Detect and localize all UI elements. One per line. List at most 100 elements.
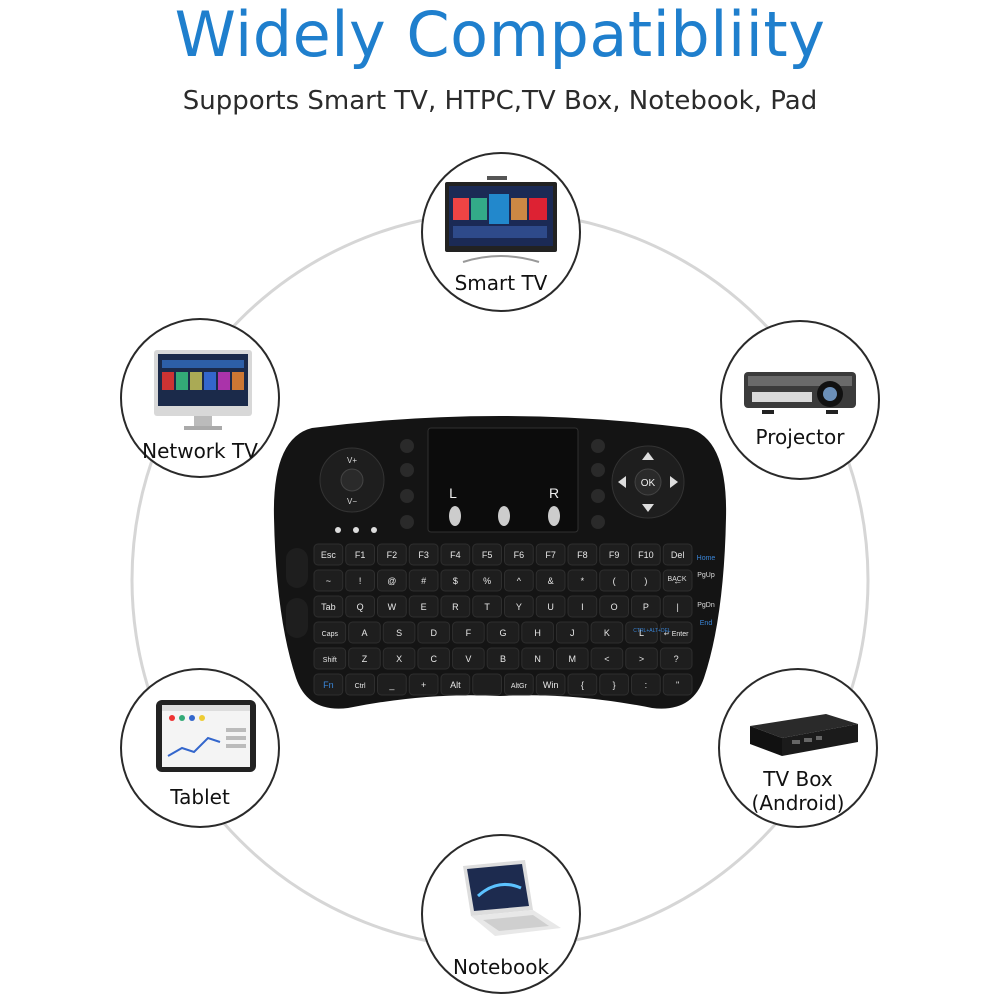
key[interactable] [555, 647, 589, 670]
key[interactable] [417, 621, 451, 644]
key[interactable] [590, 621, 624, 644]
key[interactable] [567, 543, 598, 566]
key[interactable] [377, 569, 407, 592]
ok-button[interactable] [634, 468, 662, 496]
key-label: O [611, 602, 618, 612]
key[interactable] [377, 595, 407, 618]
device-network-tv: Network TV [120, 318, 280, 478]
key-label: ? [674, 654, 679, 664]
right-mouse-button[interactable] [591, 515, 605, 529]
key[interactable] [313, 647, 347, 670]
key-label: < [604, 654, 609, 664]
web-home-button[interactable] [591, 463, 605, 477]
back-key-label: BACK [667, 576, 686, 583]
key[interactable] [472, 595, 502, 618]
key[interactable] [599, 673, 629, 696]
key[interactable] [535, 673, 566, 696]
key[interactable] [472, 543, 502, 566]
key[interactable] [504, 543, 534, 566]
key[interactable] [486, 621, 520, 644]
key[interactable] [440, 595, 471, 618]
key[interactable] [625, 647, 658, 670]
key-label: P [643, 602, 649, 612]
page-subtitle: Supports Smart TV, HTPC,TV Box, Notebook… [182, 86, 818, 116]
key[interactable] [345, 569, 375, 592]
device-tv-box: TV Box (Android) [718, 668, 878, 828]
key[interactable] [440, 673, 471, 696]
key[interactable] [535, 569, 566, 592]
key-label: K [604, 628, 610, 638]
key[interactable] [486, 647, 520, 670]
key[interactable] [662, 543, 693, 566]
key[interactable] [417, 647, 451, 670]
key[interactable] [567, 673, 598, 696]
browser-button[interactable] [591, 489, 605, 503]
key[interactable] [452, 621, 485, 644]
key[interactable] [408, 543, 439, 566]
key[interactable] [662, 595, 693, 618]
finger-right-icon [548, 506, 560, 526]
key[interactable] [521, 647, 554, 670]
key-label: ← [673, 576, 682, 586]
key[interactable] [662, 569, 693, 592]
key[interactable] [555, 621, 589, 644]
key[interactable] [377, 673, 407, 696]
key[interactable] [631, 569, 661, 592]
key[interactable] [599, 595, 629, 618]
key[interactable] [440, 569, 471, 592]
left-click-key[interactable] [286, 548, 308, 588]
play-pause-icon[interactable] [340, 468, 364, 492]
key[interactable] [521, 621, 554, 644]
key[interactable] [345, 673, 375, 696]
key[interactable] [313, 595, 344, 618]
mouse-button[interactable] [400, 515, 414, 529]
key[interactable] [313, 621, 347, 644]
key[interactable] [599, 569, 629, 592]
key[interactable] [452, 647, 485, 670]
key[interactable] [567, 569, 598, 592]
key[interactable] [377, 543, 407, 566]
key[interactable] [599, 543, 629, 566]
search-button[interactable] [591, 439, 605, 453]
key[interactable] [348, 621, 381, 644]
home-button[interactable] [400, 439, 414, 453]
key[interactable] [504, 569, 534, 592]
mail-button[interactable] [400, 463, 414, 477]
key-label: @ [387, 576, 396, 586]
key[interactable] [504, 595, 534, 618]
key[interactable] [631, 673, 661, 696]
key[interactable] [631, 595, 661, 618]
key[interactable] [345, 543, 375, 566]
key[interactable] [408, 673, 439, 696]
finger-scroll-icon [498, 506, 510, 526]
smart-tv-label: Smart TV [454, 271, 548, 295]
key[interactable] [631, 543, 661, 566]
key[interactable] [382, 647, 416, 670]
key[interactable] [313, 569, 344, 592]
key[interactable] [625, 621, 658, 644]
key[interactable] [535, 595, 566, 618]
key[interactable] [659, 621, 693, 644]
key[interactable] [662, 673, 693, 696]
key[interactable] [348, 647, 381, 670]
key[interactable] [659, 647, 693, 670]
key[interactable] [504, 673, 534, 696]
key[interactable] [590, 647, 624, 670]
key[interactable] [472, 673, 502, 696]
key[interactable] [313, 673, 344, 696]
key[interactable] [472, 569, 502, 592]
mute-button[interactable] [400, 489, 414, 503]
key-label: U [547, 602, 554, 612]
key[interactable] [440, 543, 471, 566]
key[interactable] [408, 595, 439, 618]
key[interactable] [382, 621, 416, 644]
key[interactable] [345, 595, 375, 618]
key-label: AltGr [511, 683, 528, 690]
key[interactable] [313, 543, 344, 566]
key[interactable] [567, 595, 598, 618]
ctrl-alt-del-label: CTRL+ALT+DEL [633, 628, 671, 634]
key[interactable] [408, 569, 439, 592]
key[interactable] [535, 543, 566, 566]
right-click-key[interactable] [286, 598, 308, 638]
